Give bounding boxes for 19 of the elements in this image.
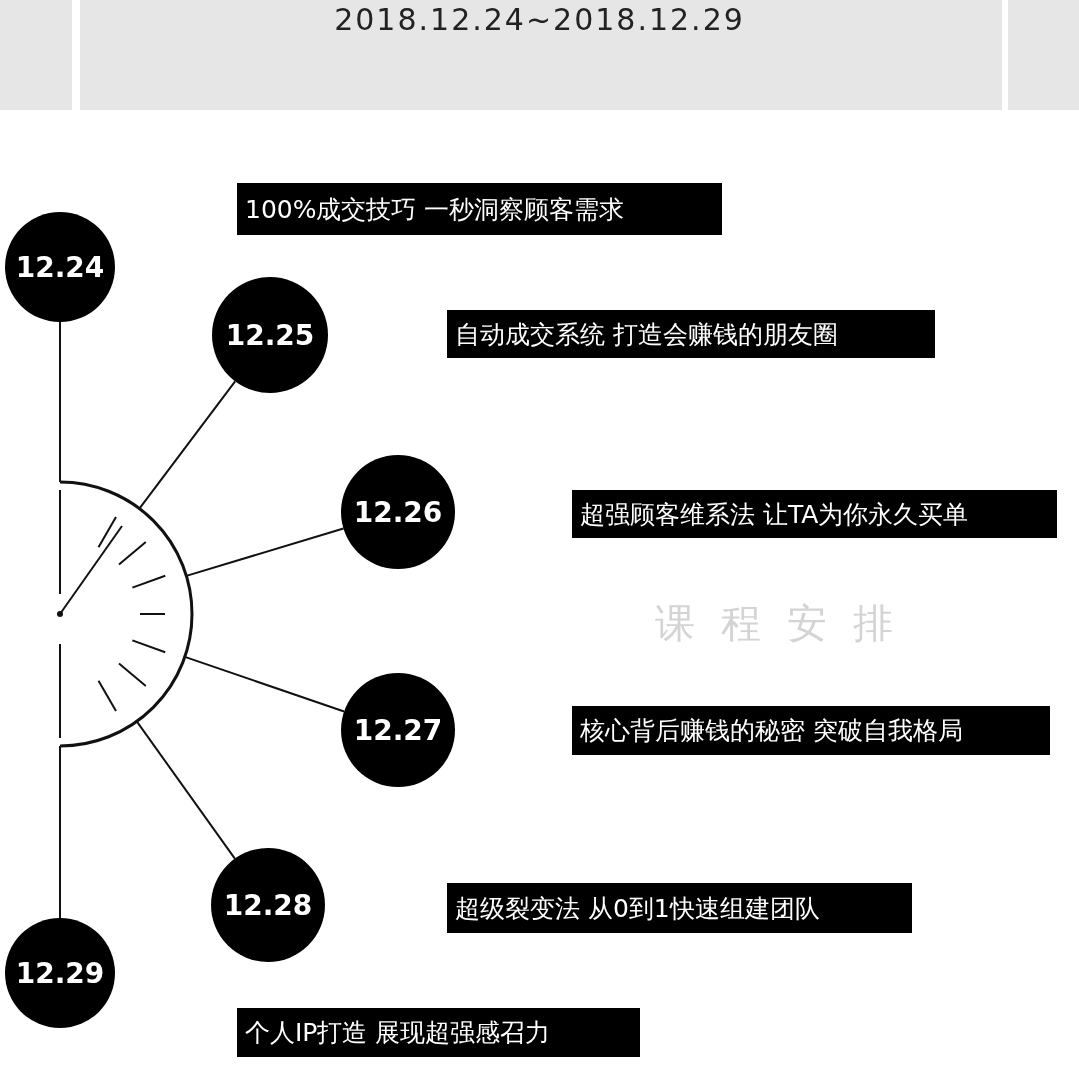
topic-banner: 核心背后赚钱的秘密 突破自我格局 [572,706,1050,755]
topic-banner: 100%成交技巧 一秒洞察顾客需求 [237,183,722,235]
date-circle: 12.25 [212,277,328,393]
topic-banner: 超强顾客维系法 让TA为你永久买单 [572,490,1057,538]
date-circle: 12.24 [5,212,115,322]
topic-banner: 超级裂变法 从0到1快速组建团队 [447,883,912,933]
connector-line [138,380,237,510]
connector-line [59,745,61,919]
date-circle: 12.28 [211,848,325,962]
connector-line [59,321,61,483]
date-range-title: 2018.12.24~2018.12.29 [333,1,746,39]
connector-line [135,720,236,860]
date-circle: 12.29 [5,918,115,1028]
date-circle: 12.26 [341,455,455,569]
date-circle: 12.27 [341,673,455,787]
connector-line [183,655,346,713]
topic-banner: 自动成交系统 打造会赚钱的朋友圈 [447,310,935,358]
topic-banner: 个人IP打造 展现超强感召力 [237,1008,640,1057]
connector-line [185,527,345,577]
